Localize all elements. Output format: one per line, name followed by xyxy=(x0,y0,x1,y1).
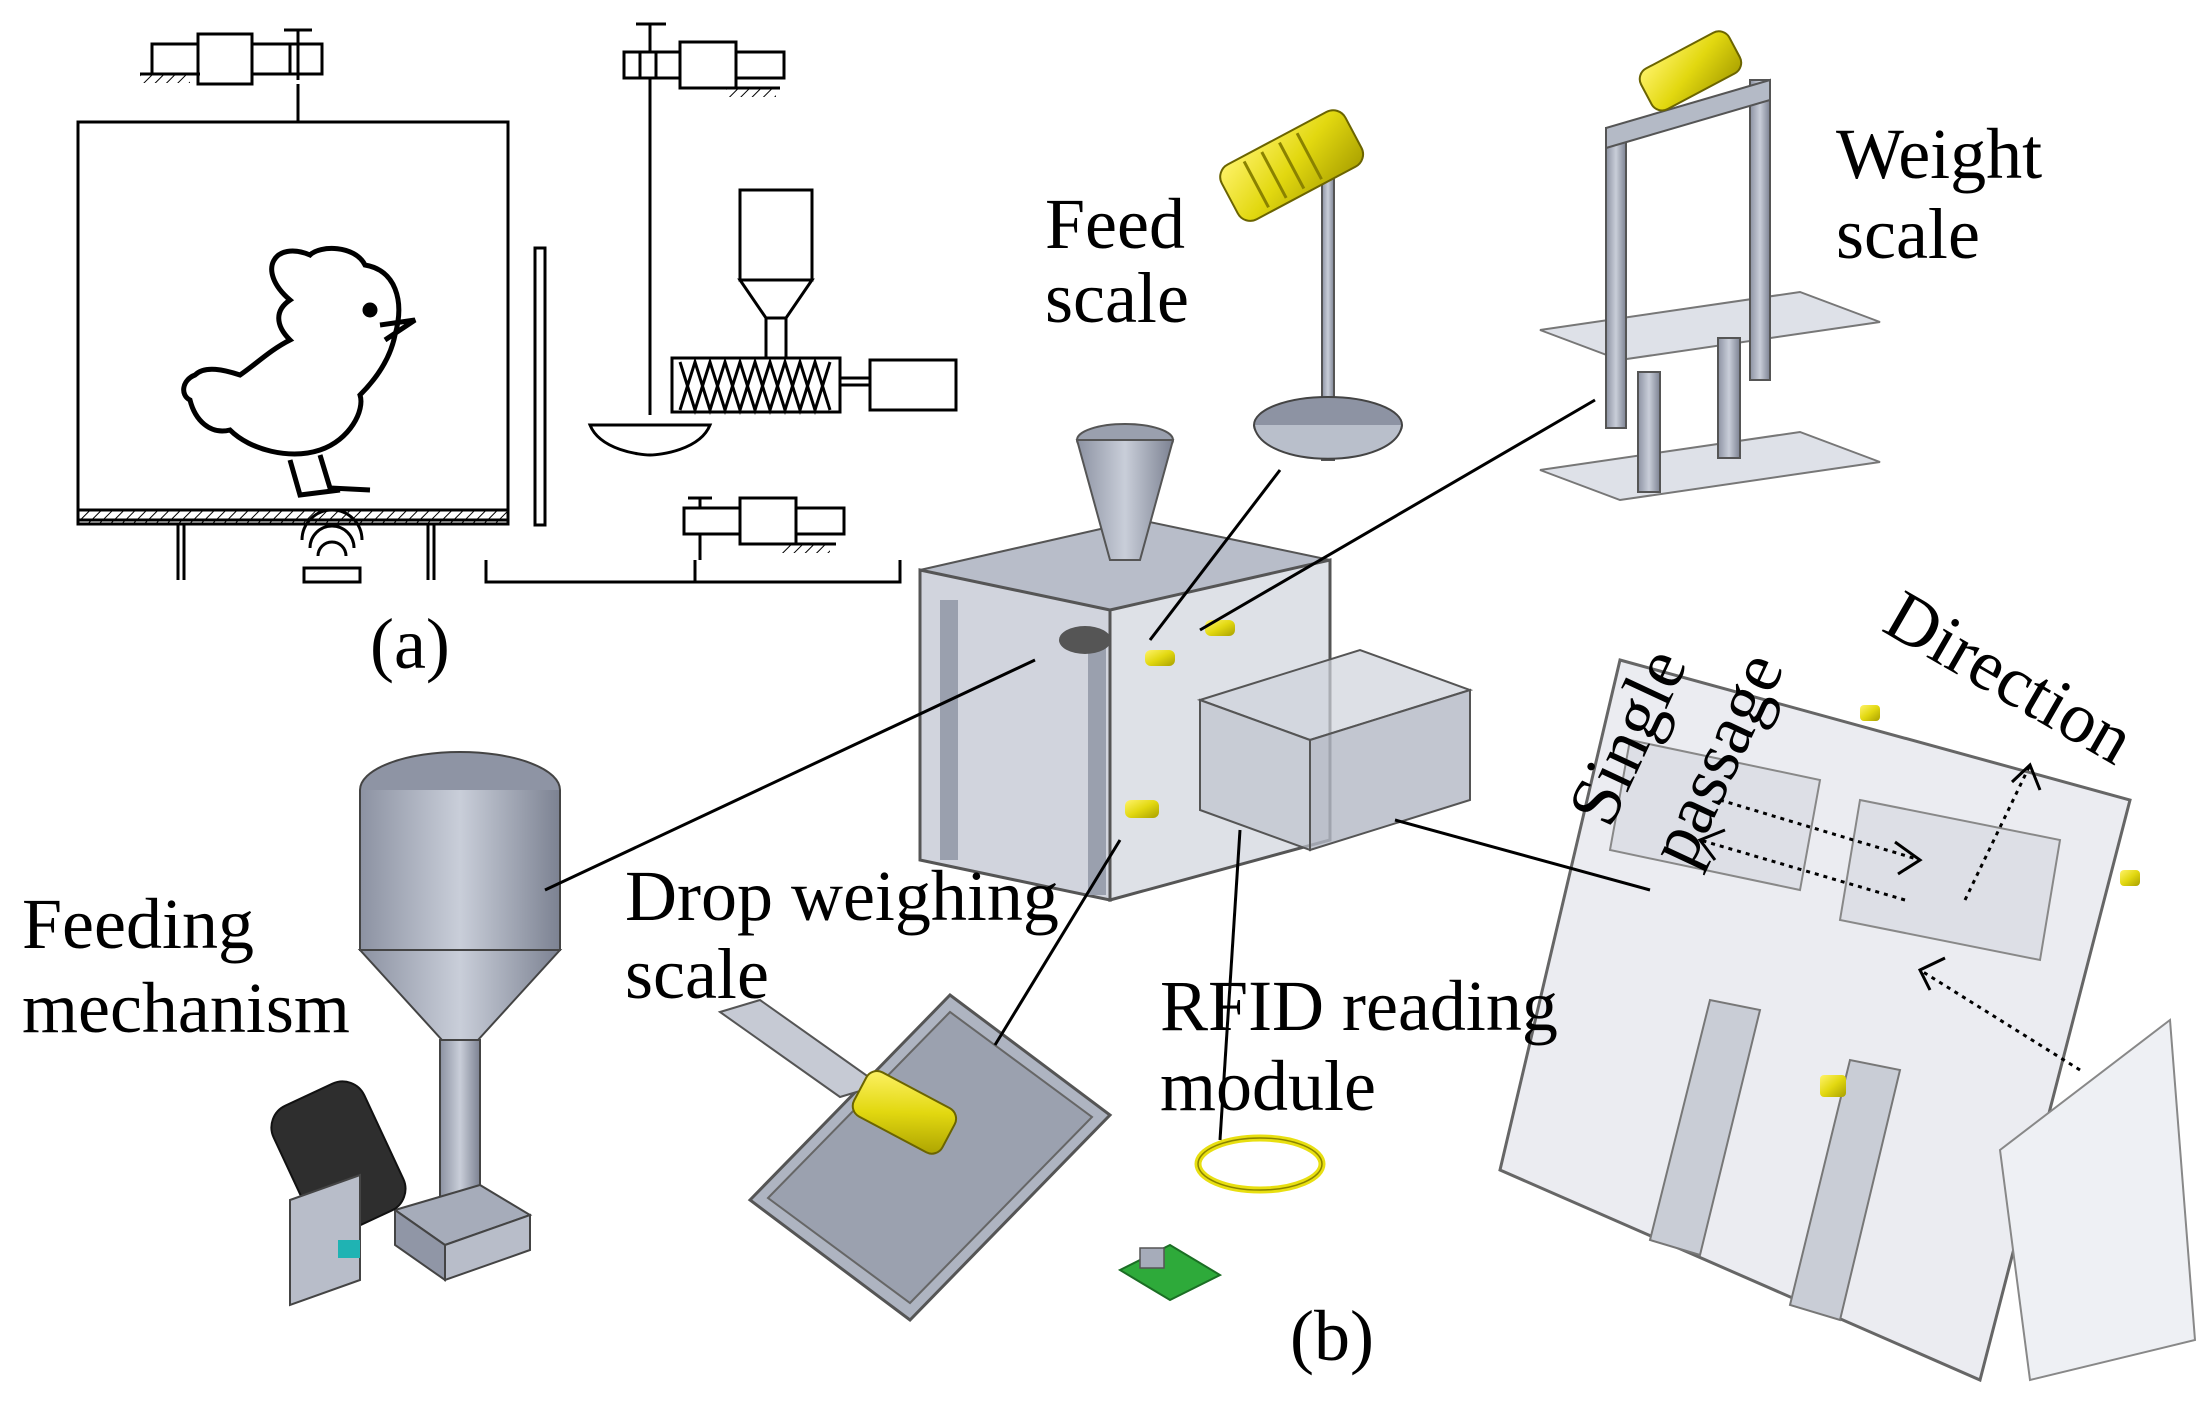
weight-scale-label-line2: scale xyxy=(1836,194,1980,274)
render-panel-b xyxy=(270,30,2197,1383)
load-cell-symbol-top-right xyxy=(622,22,786,415)
labels: Feed scale Weight scale Feeding mechanis… xyxy=(22,114,2147,1376)
passage-detail-render xyxy=(1498,658,2197,1383)
direction-arrows xyxy=(1699,764,2081,1072)
rfid-antenna-symbol xyxy=(300,508,364,584)
feeding-mechanism-label-line2: mechanism xyxy=(22,968,350,1048)
drop-weighing-render xyxy=(717,993,1113,1322)
load-cell-yellow-weight xyxy=(1638,30,1743,112)
floor-plate xyxy=(76,508,510,526)
chick-icon xyxy=(181,245,417,498)
schematic-panel-a xyxy=(76,22,958,584)
drop-tray-symbol xyxy=(484,560,902,584)
weight-scale-label-line1: Weight xyxy=(1836,114,2042,194)
chick-enclosure xyxy=(76,120,510,522)
main-device-render xyxy=(918,423,1474,902)
feeding-mechanism-render xyxy=(270,751,563,1307)
drop-weighing-label-line2: scale xyxy=(625,934,769,1014)
load-cell-yellow-feed xyxy=(1219,109,1365,222)
feeding-mechanism-label-line1: Feeding xyxy=(22,884,254,964)
weight-scale-render xyxy=(1539,30,1881,502)
rfid-label-line1: RFID reading xyxy=(1160,966,1558,1046)
caption-b: (b) xyxy=(1290,1296,1374,1376)
divider-plate xyxy=(533,246,547,527)
load-cell-symbol-top-left xyxy=(140,28,324,122)
caption-a: (a) xyxy=(370,604,450,684)
drop-weighing-label-line1: Drop weighing xyxy=(625,856,1059,936)
hopper-screw-symbol xyxy=(670,188,958,416)
feed-pan-symbol xyxy=(587,423,713,457)
rfid-module-render xyxy=(1117,1134,1326,1302)
feed-scale-render xyxy=(1219,109,1403,461)
feed-scale-label-line1: Feed xyxy=(1045,184,1185,264)
leader-lines xyxy=(544,398,1651,1141)
feed-scale-label-line2: scale xyxy=(1045,258,1189,338)
load-cell-symbol-bottom xyxy=(682,496,846,560)
load-cell-yellow-drop xyxy=(851,1070,958,1155)
rfid-label-line2: module xyxy=(1160,1046,1376,1126)
arrow-heads xyxy=(1697,762,2042,991)
